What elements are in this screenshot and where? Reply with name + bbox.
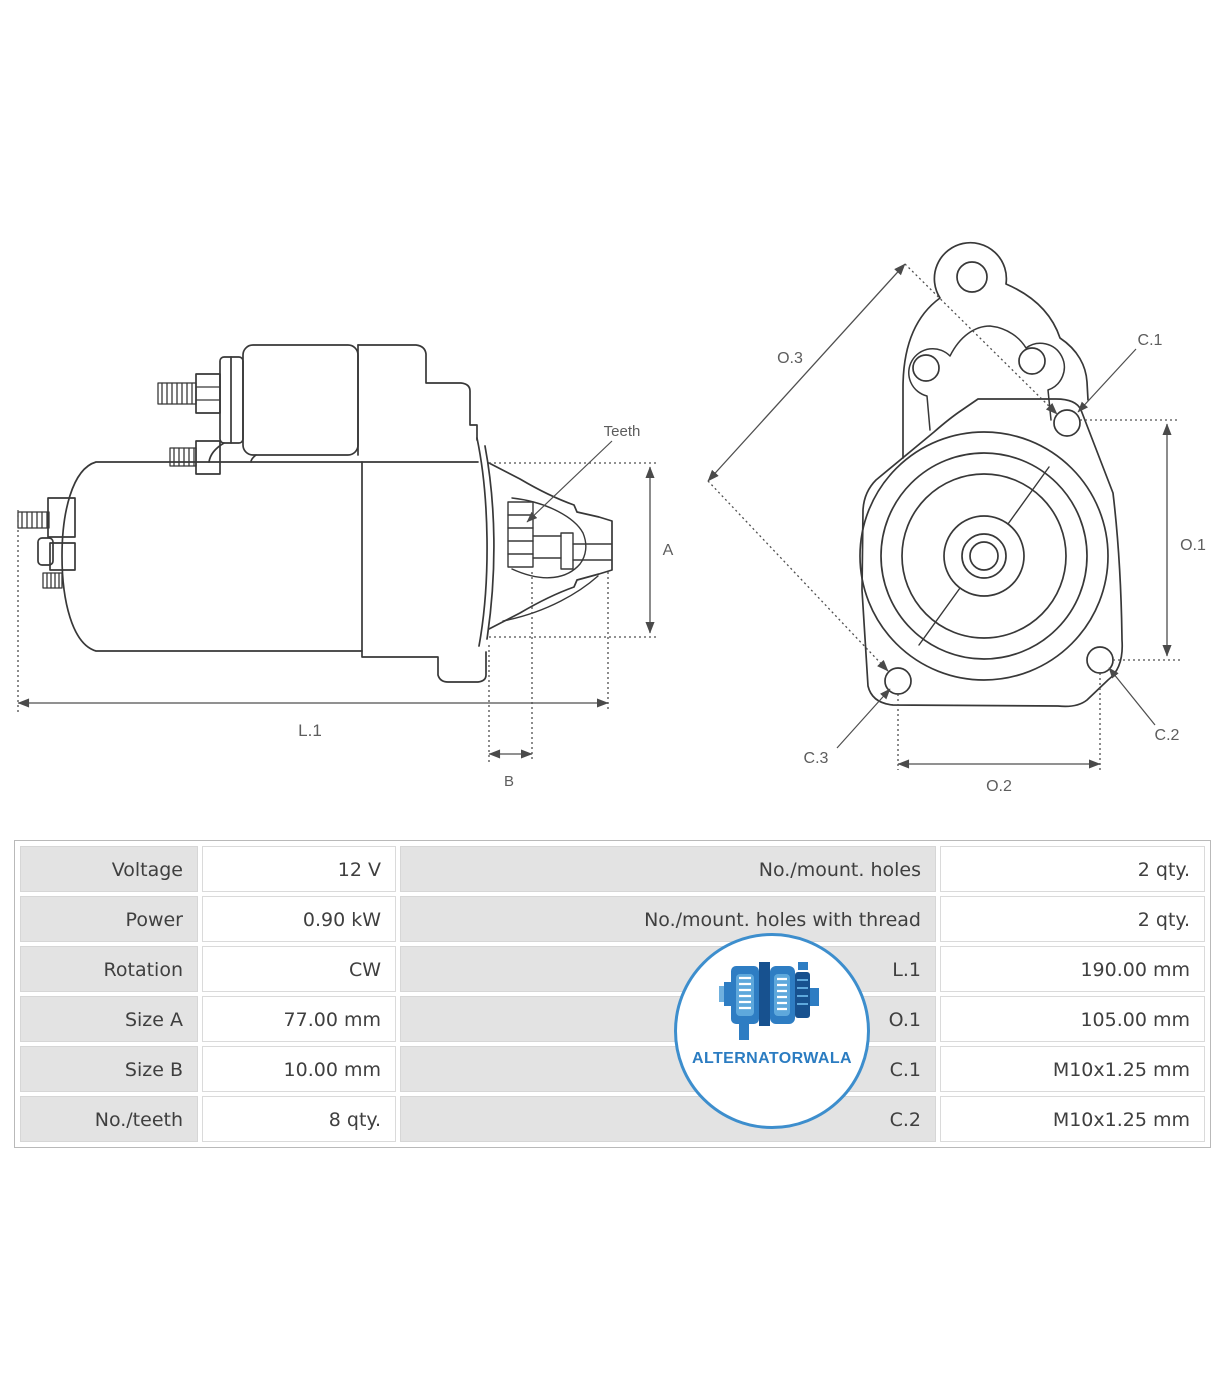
dim-label-l1: L.1 [298, 721, 322, 740]
side-view-drawing [17, 344, 613, 683]
dim-label-o1: O.1 [1180, 537, 1206, 554]
side-view-dimensions [17, 440, 658, 762]
spec-value-cell: 8 qty. [202, 1096, 396, 1142]
dim-label-o3: O.3 [777, 350, 803, 367]
spec-value-cell: 190.00 mm [940, 946, 1205, 992]
spec-label-cell: Rotation [20, 946, 198, 992]
spec-value-cell: 77.00 mm [202, 996, 396, 1042]
starter-motor-drawings: L.1 A B Teeth [17, 241, 1206, 795]
spec-label-cell: Power [20, 896, 198, 942]
spec-label-cell: No./mount. holes with thread [400, 896, 936, 942]
dim-label-c1: C.1 [1138, 332, 1163, 349]
front-view-drawing [859, 241, 1124, 708]
spec-label-cell: No./teeth [20, 1096, 198, 1142]
dim-label-a: A [663, 542, 674, 559]
logo-text: ALTERNATORWALA [692, 1050, 852, 1067]
spec-label-cell: C.2 [400, 1096, 936, 1142]
spec-value-cell: CW [202, 946, 396, 992]
dim-label-o2: O.2 [986, 778, 1012, 795]
spec-value-cell: M10x1.25 mm [940, 1096, 1205, 1142]
spec-table: Voltage 12 V No./mount. holes 2 qty. Pow… [14, 840, 1211, 1148]
spec-label-cell: No./mount. holes [400, 846, 936, 892]
spec-value-cell: 2 qty. [940, 846, 1205, 892]
spec-label-cell: Size A [20, 996, 198, 1042]
dim-label-c2: C.2 [1155, 727, 1180, 744]
spec-value-cell: M10x1.25 mm [940, 1046, 1205, 1092]
spec-value-cell: 10.00 mm [202, 1046, 396, 1092]
spec-value-cell: 0.90 kW [202, 896, 396, 942]
alternator-icon [719, 962, 819, 1040]
spec-label-cell: Voltage [20, 846, 198, 892]
dim-label-b: B [504, 773, 514, 790]
spec-value-cell: 2 qty. [940, 896, 1205, 942]
teeth-label: Teeth [604, 423, 641, 440]
dim-label-c3: C.3 [804, 750, 829, 767]
spec-value-cell: 105.00 mm [940, 996, 1205, 1042]
alternatorwala-logo: ALTERNATORWALA [674, 933, 870, 1129]
front-view-dimensions [707, 263, 1180, 770]
spec-label-cell: Size B [20, 1046, 198, 1092]
spec-value-cell: 12 V [202, 846, 396, 892]
